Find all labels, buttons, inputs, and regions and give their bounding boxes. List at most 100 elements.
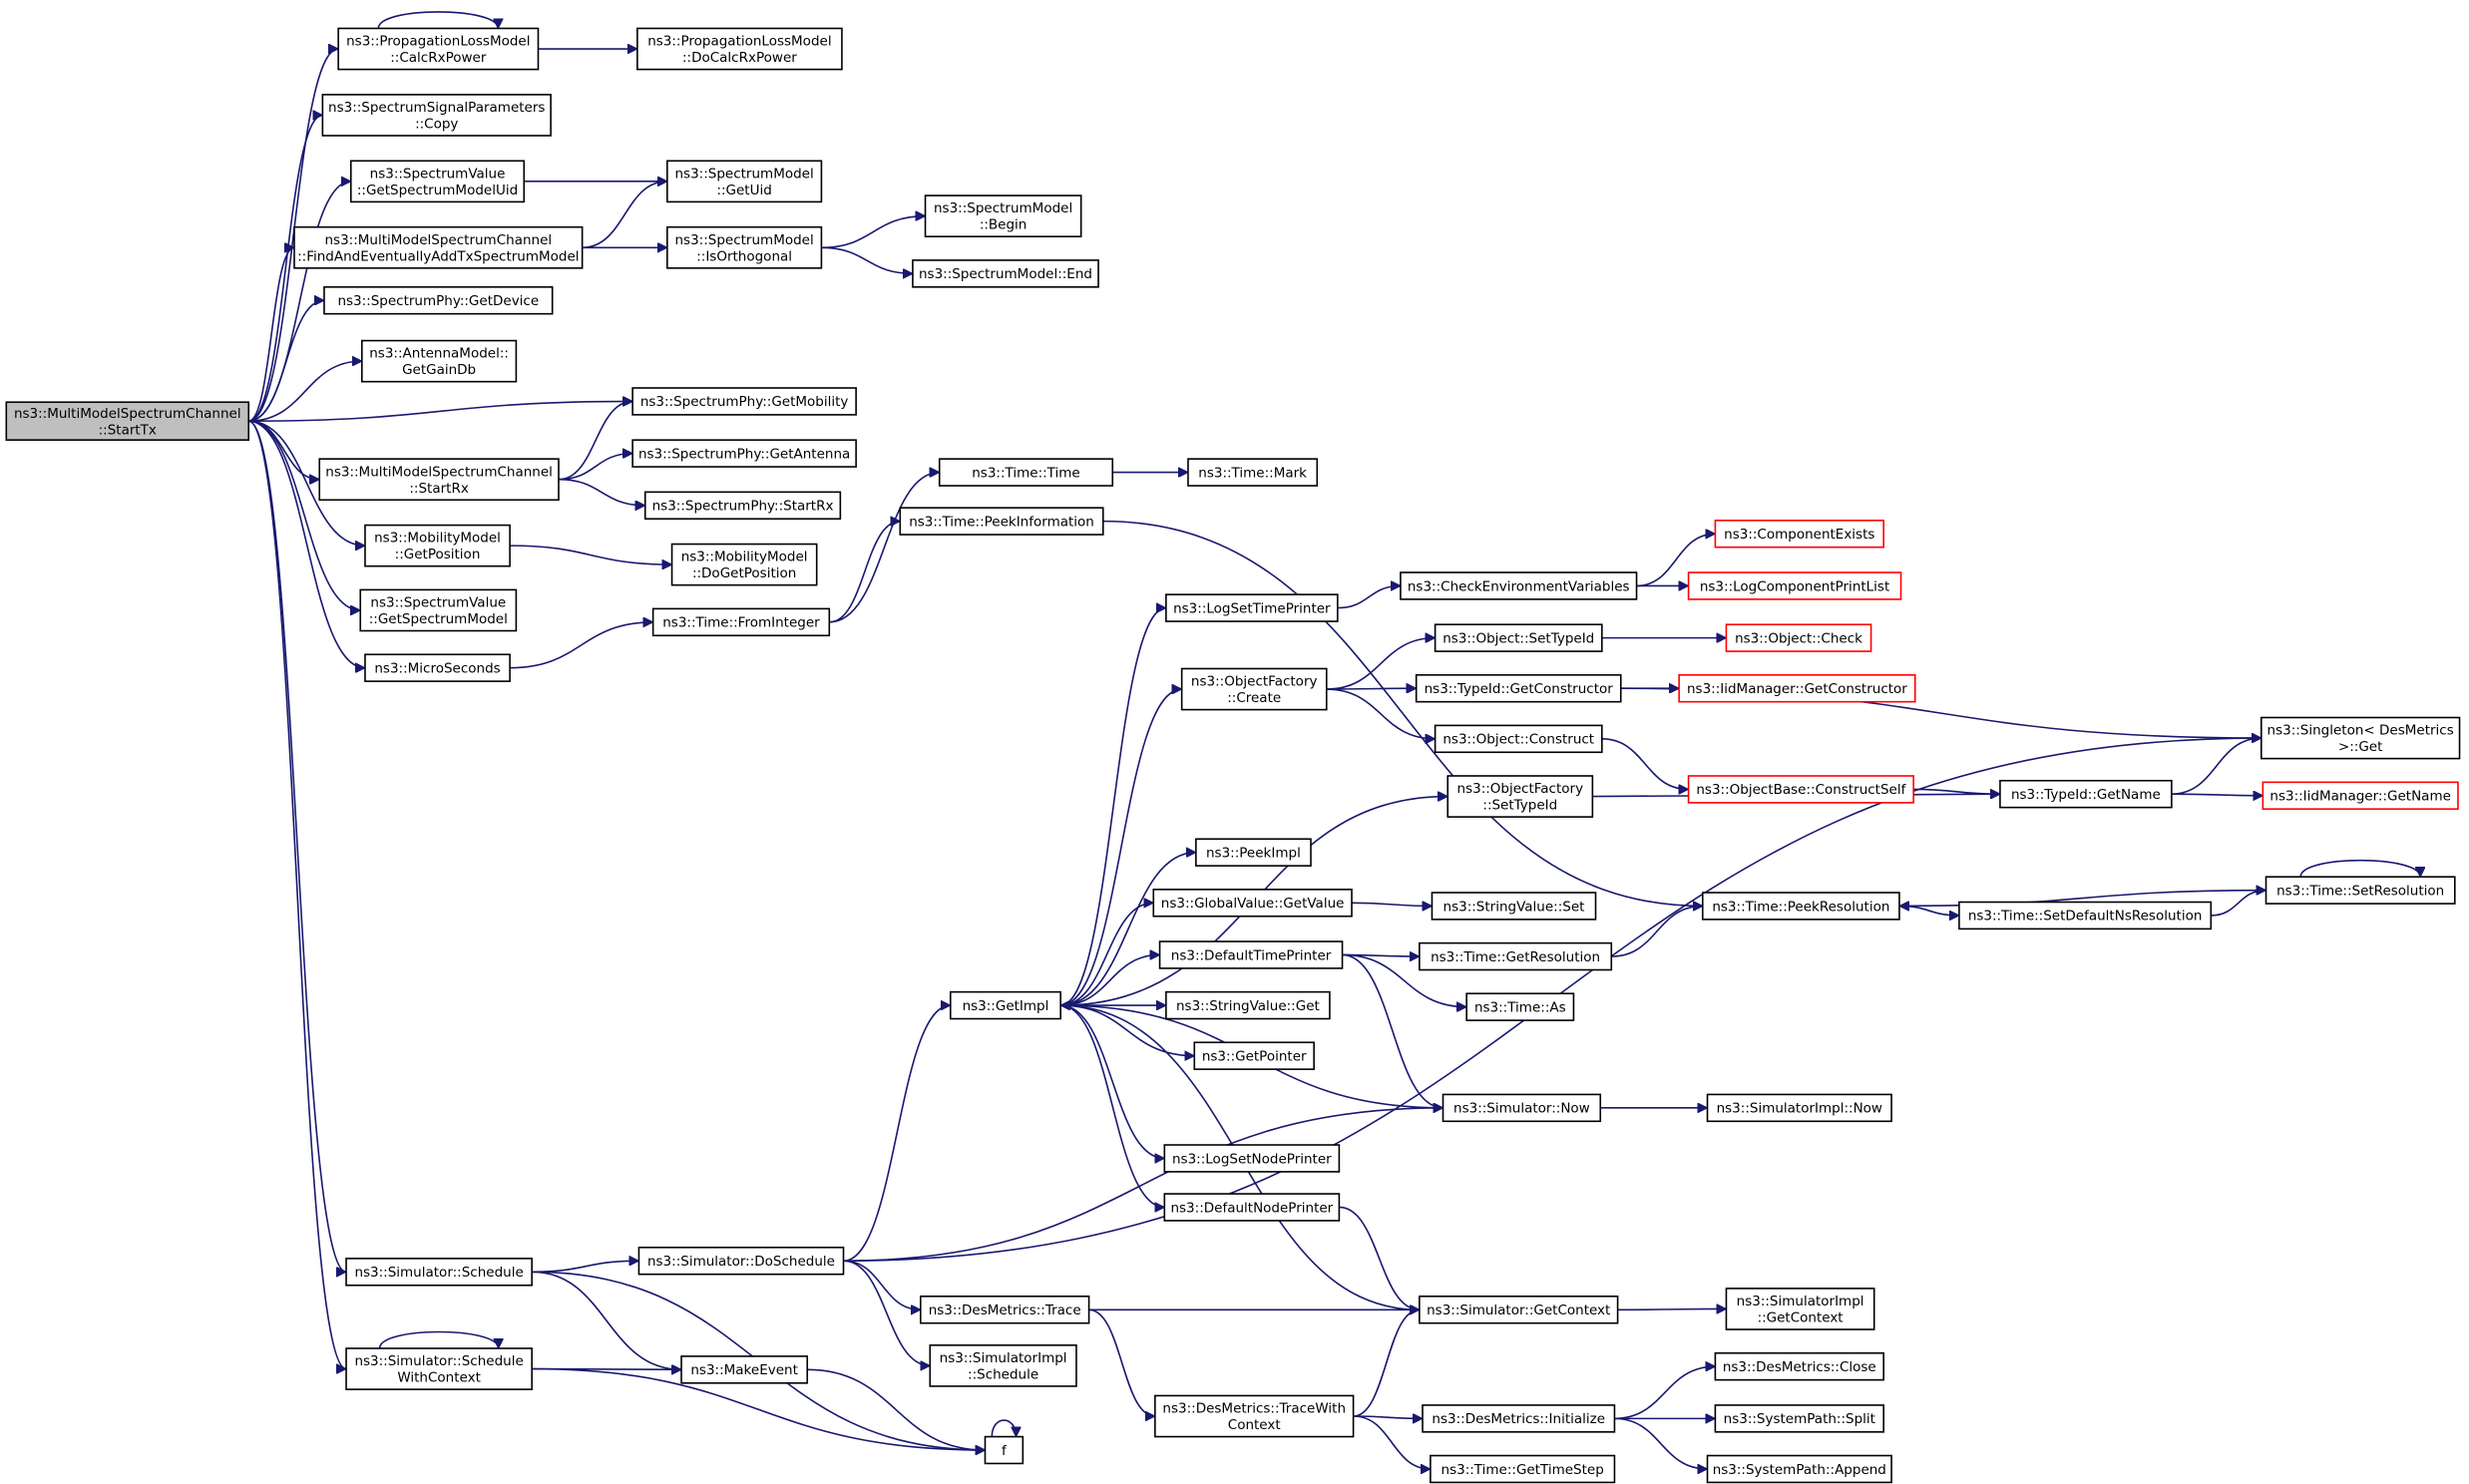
node-logtime[interactable]: ns3::LogSetTimePrinter bbox=[1165, 593, 1339, 622]
node-gaindb[interactable]: ns3::AntennaModel::GetGainDb bbox=[361, 339, 518, 383]
node-timeas[interactable]: ns3::Time::As bbox=[1465, 992, 1575, 1021]
node-deftime[interactable]: ns3::DefaultTimePrinter bbox=[1158, 940, 1344, 969]
node-box bbox=[1706, 1454, 1892, 1484]
node-label: ::DoGetPosition bbox=[692, 565, 796, 581]
node-iidgetctor[interactable]: ns3::IidManager::GetConstructor bbox=[1678, 673, 1916, 703]
node-box bbox=[1193, 1041, 1315, 1070]
node-smgetuid[interactable]: ns3::SpectrumModel::GetUid bbox=[666, 160, 823, 203]
node-label: ns3::IidManager::GetName bbox=[2269, 789, 2451, 805]
node-svget[interactable]: ns3::StringValue::Get bbox=[1165, 990, 1331, 1020]
node-simnow[interactable]: ns3::Simulator::Now bbox=[1441, 1093, 1602, 1123]
node-label: ::Create bbox=[1227, 690, 1281, 706]
node-peekres[interactable]: ns3::Time::PeekResolution bbox=[1701, 892, 1900, 921]
edge-f-to-f bbox=[991, 1419, 1016, 1437]
edge-isorth-to-smbegin bbox=[821, 216, 925, 249]
node-ofcreate[interactable]: ns3::ObjectFactory::Create bbox=[1180, 667, 1328, 711]
node-getres[interactable]: ns3::Time::GetResolution bbox=[1419, 941, 1613, 971]
node-dogetpos[interactable]: ns3::MobilityModel::DoGetPosition bbox=[670, 543, 818, 586]
node-implnow[interactable]: ns3::SimulatorImpl::Now bbox=[1706, 1093, 1892, 1123]
edge-micro-to-frominteger bbox=[510, 622, 653, 669]
edge-doschedule-to-destrace bbox=[843, 1260, 921, 1309]
node-frominteger[interactable]: ns3::Time::FromInteger bbox=[651, 607, 831, 637]
node-timemark[interactable]: ns3::Time::Mark bbox=[1187, 458, 1319, 487]
node-checkenv[interactable]: ns3::CheckEnvironmentVariables bbox=[1400, 571, 1638, 600]
node-svgetmodel[interactable]: ns3::SpectrumValue::GetSpectrumModel bbox=[359, 588, 518, 632]
node-setres[interactable]: ns3::Time::SetResolution bbox=[2264, 876, 2456, 905]
node-tidgetname[interactable]: ns3::TypeId::GetName bbox=[1999, 779, 2173, 809]
node-box bbox=[1152, 889, 1353, 918]
node-lognode[interactable]: ns3::LogSetNodePrinter bbox=[1163, 1144, 1341, 1173]
node-svgetuid[interactable]: ns3::SpectrumValue::GetSpectrumModelUid bbox=[349, 160, 526, 203]
edge-root-to-findadd bbox=[247, 247, 295, 423]
node-label: ns3::Time::Mark bbox=[1198, 465, 1307, 481]
node-destrace[interactable]: ns3::DesMetrics::Trace bbox=[920, 1296, 1090, 1324]
node-ofsettype[interactable]: ns3::ObjectFactory::SetTypeId bbox=[1446, 775, 1594, 818]
node-objconstruct[interactable]: ns3::Object::Construct bbox=[1434, 724, 1603, 754]
node-phystartrx[interactable]: ns3::SpectrumPhy::StartRx bbox=[643, 491, 842, 521]
node-smend[interactable]: ns3::SpectrumModel::End bbox=[912, 259, 1099, 288]
node-f[interactable]: f bbox=[984, 1435, 1025, 1465]
node-getctor[interactable]: ns3::TypeId::GetConstructor bbox=[1415, 673, 1622, 703]
node-dminit[interactable]: ns3::DesMetrics::Initialize bbox=[1422, 1404, 1616, 1433]
node-label: GetGainDb bbox=[402, 362, 476, 378]
node-gvgetvalue[interactable]: ns3::GlobalValue::GetValue bbox=[1152, 889, 1353, 918]
node-startrx[interactable]: ns3::MultiModelSpectrumChannel::StartRx bbox=[318, 458, 560, 502]
node-iidgetname[interactable]: ns3::IidManager::GetName bbox=[2262, 781, 2459, 811]
node-calcrx[interactable]: ns3::PropagationLossModel::CalcRxPower bbox=[337, 27, 540, 71]
node-sigcopy[interactable]: ns3::SpectrumSignalParameters::Copy bbox=[321, 94, 552, 137]
node-makeevent[interactable]: ns3::MakeEvent bbox=[680, 1355, 809, 1384]
node-objcheck[interactable]: ns3::Object::Check bbox=[1725, 623, 1872, 652]
node-box bbox=[1687, 775, 1914, 804]
node-label: ns3::SimulatorImpl bbox=[1737, 1294, 1864, 1309]
node-getctx[interactable]: ns3::Simulator::GetContext bbox=[1419, 1296, 1619, 1324]
edge-startrx-to-getantenna bbox=[558, 454, 632, 481]
node-implsched[interactable]: ns3::SimulatorImpl::Schedule bbox=[929, 1344, 1077, 1387]
node-gettimestep[interactable]: ns3::Time::GetTimeStep bbox=[1430, 1454, 1616, 1484]
node-compexists[interactable]: ns3::ComponentExists bbox=[1714, 520, 1884, 549]
node-getdevice[interactable]: ns3::SpectrumPhy::GetDevice bbox=[323, 285, 554, 315]
node-label: ::GetContext bbox=[1758, 1310, 1844, 1326]
node-logcomp[interactable]: ns3::LogComponentPrintList bbox=[1687, 571, 1902, 600]
node-findadd[interactable]: ns3::MultiModelSpectrumChannel::FindAndE… bbox=[293, 225, 584, 269]
node-box bbox=[1415, 673, 1622, 703]
node-setdefres[interactable]: ns3::Time::SetDefaultNsResolution bbox=[1958, 901, 2213, 930]
node-svset[interactable]: ns3::StringValue::Set bbox=[1431, 892, 1597, 921]
node-peekimpl[interactable]: ns3::PeekImpl bbox=[1195, 838, 1312, 867]
node-box bbox=[1419, 1296, 1619, 1324]
node-spsplit[interactable]: ns3::SystemPath::Split bbox=[1714, 1404, 1884, 1433]
node-label: ns3::Simulator::Schedule bbox=[354, 1353, 523, 1369]
node-box bbox=[1714, 520, 1884, 549]
node-singleton[interactable]: ns3::Singleton< DesMetrics >::Get bbox=[2260, 716, 2461, 760]
node-dmclose[interactable]: ns3::DesMetrics::Close bbox=[1714, 1351, 1884, 1381]
node-schedule[interactable]: ns3::Simulator::Schedule bbox=[345, 1258, 533, 1287]
node-timetime[interactable]: ns3::Time::Time bbox=[938, 458, 1114, 487]
node-label: ns3::LogSetTimePrinter bbox=[1173, 600, 1331, 616]
node-box bbox=[323, 285, 554, 315]
node-spappend[interactable]: ns3::SystemPath::Append bbox=[1706, 1454, 1892, 1484]
node-peekinfo[interactable]: ns3::Time::PeekInformation bbox=[899, 507, 1104, 536]
edge-schedctx-to-f bbox=[532, 1367, 985, 1450]
node-getpointer[interactable]: ns3::GetPointer bbox=[1193, 1041, 1315, 1070]
node-getpos[interactable]: ns3::MobilityModel::GetPosition bbox=[364, 524, 511, 567]
node-label: ns3::Time::PeekResolution bbox=[1712, 899, 1889, 915]
node-getimpl[interactable]: ns3::GetImpl bbox=[949, 990, 1061, 1020]
node-getmobility[interactable]: ns3::SpectrumPhy::GetMobility bbox=[631, 387, 857, 416]
edge-destrace-to-tracewith bbox=[1088, 1308, 1155, 1416]
node-defnode[interactable]: ns3::DefaultNodePrinter bbox=[1163, 1193, 1341, 1222]
node-objsettype[interactable]: ns3::Object::SetTypeId bbox=[1434, 623, 1603, 652]
node-label: ns3::GetImpl bbox=[963, 998, 1049, 1014]
edge-objconstruct-to-constructself bbox=[1601, 738, 1689, 790]
node-doschedule[interactable]: ns3::Simulator::DoSchedule bbox=[637, 1247, 845, 1276]
node-micro[interactable]: ns3::MicroSeconds bbox=[364, 653, 511, 682]
node-box bbox=[949, 990, 1061, 1020]
node-smbegin[interactable]: ns3::SpectrumModel::Begin bbox=[924, 194, 1082, 237]
node-box bbox=[984, 1435, 1025, 1465]
node-constructself[interactable]: ns3::ObjectBase::ConstructSelf bbox=[1687, 775, 1914, 804]
node-isorth[interactable]: ns3::SpectrumModel::IsOrthogonal bbox=[666, 225, 823, 269]
node-docalc[interactable]: ns3::PropagationLossModel::DoCalcRxPower bbox=[636, 27, 843, 71]
node-implgetctx[interactable]: ns3::SimulatorImpl::GetContext bbox=[1725, 1288, 1875, 1330]
node-box bbox=[345, 1258, 533, 1287]
node-getantenna[interactable]: ns3::SpectrumPhy::GetAntenna bbox=[631, 439, 857, 468]
